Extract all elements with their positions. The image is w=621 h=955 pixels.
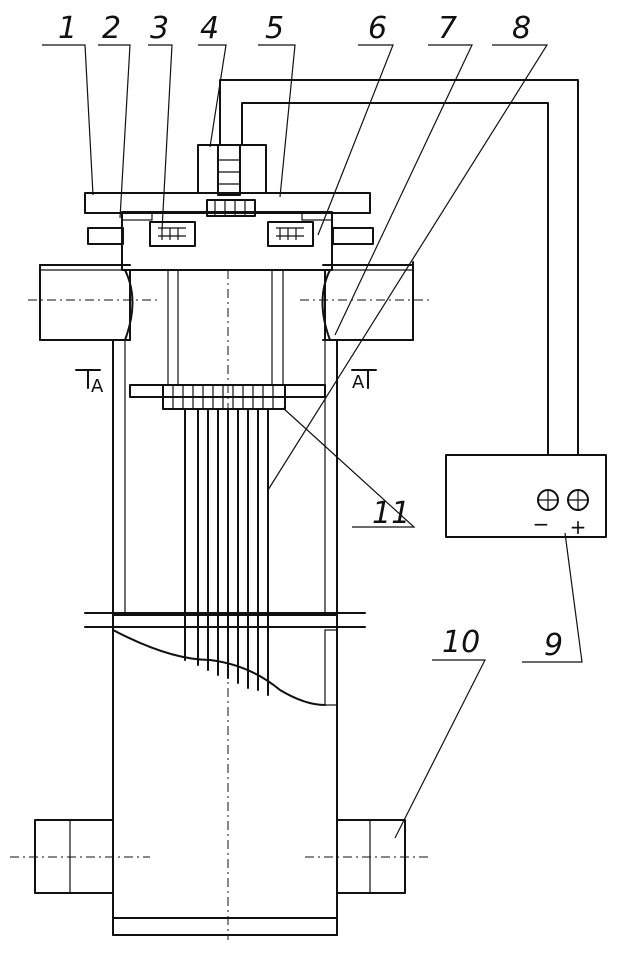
side-flanges	[87, 211, 374, 245]
callout-2: 2	[102, 11, 121, 46]
callout-3: 3	[150, 11, 169, 46]
callout-6: 6	[368, 11, 387, 46]
callout-10: 10	[442, 625, 480, 660]
power-supply	[445, 454, 607, 538]
plus-sign: +	[570, 515, 587, 539]
callout-5: 5	[265, 11, 284, 46]
callout-8: 8	[512, 11, 531, 46]
callout-7: 7	[438, 11, 457, 46]
section-label-right: A	[352, 372, 365, 393]
terminal-connector	[197, 144, 267, 217]
insulating-block	[121, 211, 333, 271]
callout-1: 1	[58, 11, 77, 46]
callout-4: 4	[200, 11, 219, 46]
wire-negative	[241, 102, 549, 456]
section-mark-right	[351, 369, 377, 389]
section-mark-left	[75, 369, 101, 389]
callout-11: 11	[372, 496, 410, 531]
leader-lines	[42, 44, 583, 839]
wire-positive	[219, 79, 579, 456]
upper-pipe	[39, 261, 414, 341]
callout-9: 9	[544, 628, 563, 663]
minus-sign: −	[533, 512, 550, 536]
section-label-left: A	[91, 376, 104, 397]
electrode-bundle	[112, 270, 326, 706]
vessel-body	[84, 269, 366, 936]
